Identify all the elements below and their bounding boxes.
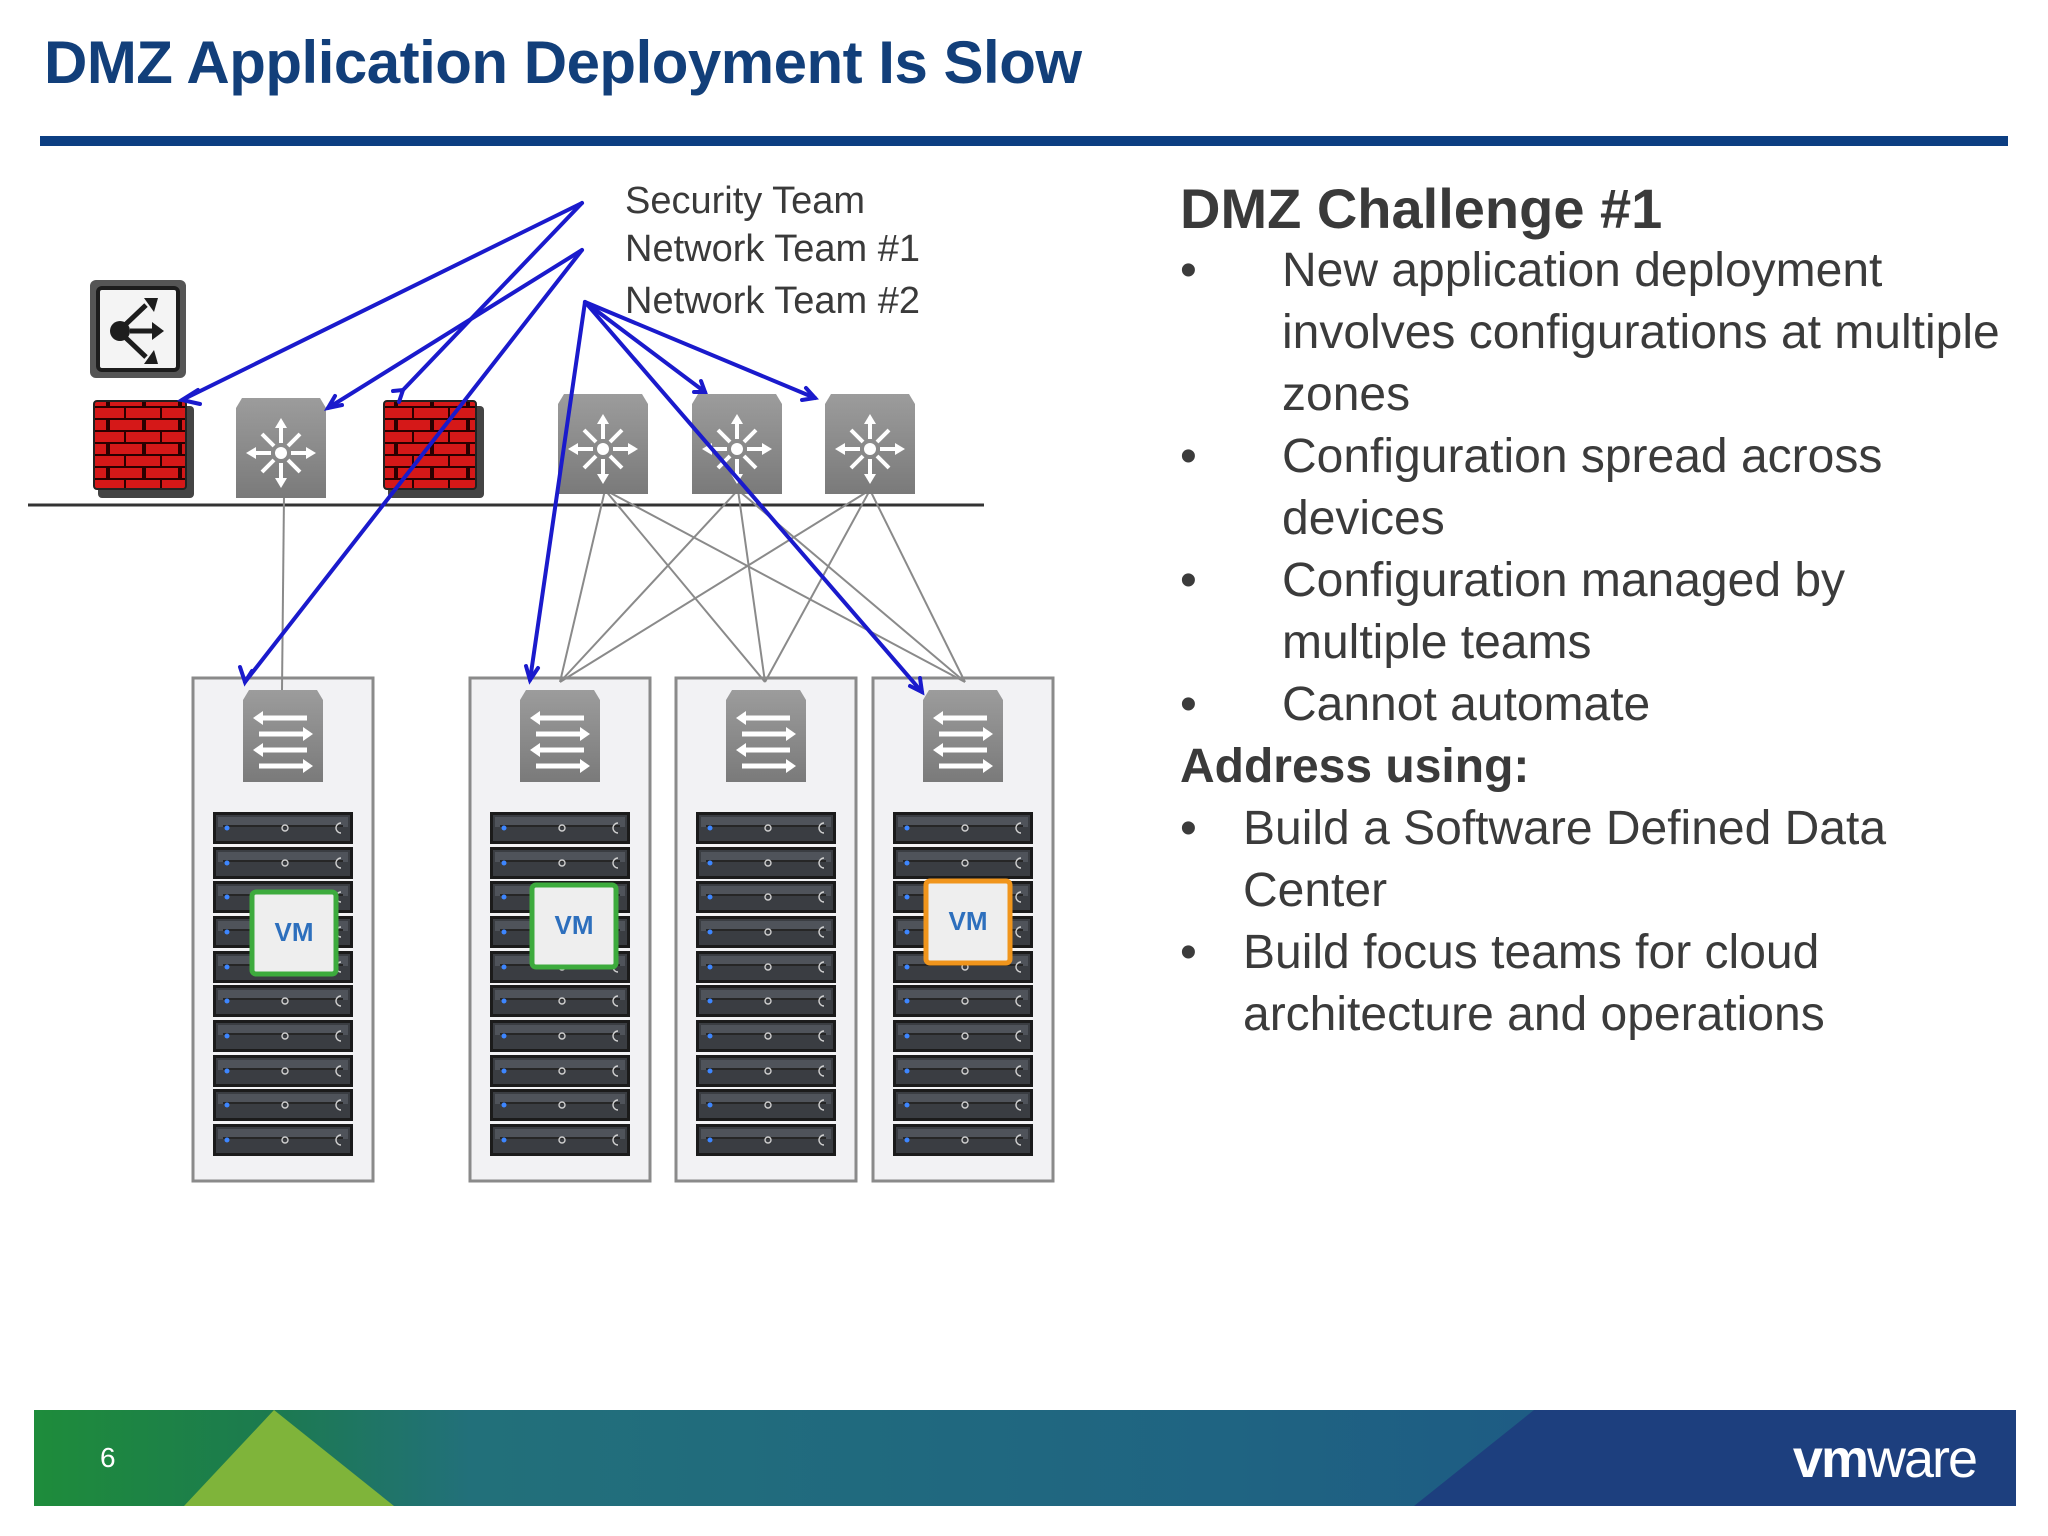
- vm-box-1: VM: [249, 889, 339, 977]
- vm-box-2: VM: [529, 882, 619, 970]
- footer-banner: 6 vmware: [34, 1410, 2016, 1506]
- rack-switch-icon-3: [726, 690, 806, 782]
- router-icon-4: [825, 394, 915, 494]
- address-item-text: Build a Software Defined Data Center: [1243, 802, 1887, 917]
- vm-box-3: VM: [923, 878, 1013, 966]
- load-balancer-icon: [90, 280, 186, 378]
- connection-lines: [281, 489, 966, 691]
- bullet-icon: •: [1180, 554, 1197, 607]
- rack-switch-icon-2: [520, 690, 600, 782]
- vmware-logo-suffix: ware: [1866, 1429, 1978, 1489]
- rack-switch-icon-1: [243, 690, 323, 782]
- challenge-item: • Cannot automate: [1180, 674, 2000, 736]
- address-item-text: Build focus teams for cloud architecture…: [1243, 926, 1825, 1041]
- challenge-item-text: Configuration managed by multiple teams: [1282, 554, 1846, 669]
- challenge-item: • Configuration spread across devices: [1180, 426, 2000, 550]
- bullet-icon: •: [1180, 802, 1197, 855]
- bullet-icon: •: [1180, 926, 1197, 979]
- page-number: 6: [100, 1442, 116, 1473]
- network-diagram: VM VM VM: [28, 201, 1055, 1183]
- security-team-label: Security Team: [625, 180, 866, 222]
- team-arrows: [176, 201, 925, 696]
- network-team-2-label: Network Team #2: [625, 280, 920, 322]
- bullet-icon: •: [1180, 430, 1197, 483]
- vmware-logo-prefix: vm: [1792, 1429, 1869, 1489]
- vm-label-2: VM: [555, 910, 594, 940]
- address-heading: Address using:: [1180, 740, 1530, 793]
- address-item: • Build a Software Defined Data Center: [1180, 798, 2000, 922]
- address-item: • Build focus teams for cloud architectur…: [1180, 922, 2000, 1046]
- challenge-item: • Configuration managed by multiple teams: [1180, 550, 2000, 674]
- challenge-list: • New application deployment involves con…: [1180, 240, 2000, 736]
- router-icon-1: [236, 398, 326, 498]
- challenge-item: • New application deployment involves con…: [1180, 240, 2000, 426]
- vm-label-3: VM: [949, 906, 988, 936]
- challenge-item-text: Cannot automate: [1282, 678, 1651, 731]
- address-list: • Build a Software Defined Data Center • B…: [1180, 798, 2000, 1046]
- footer-background: [34, 1410, 2016, 1506]
- title-rule: [40, 136, 2008, 146]
- challenge-panel: DMZ Challenge #1 • New application deploy…: [1180, 178, 2000, 1046]
- bullet-icon: •: [1180, 244, 1197, 297]
- challenge-heading: DMZ Challenge #1: [1180, 177, 1663, 240]
- network-team-1-label: Network Team #1: [625, 228, 920, 270]
- challenge-item-text: Configuration spread across devices: [1282, 430, 1883, 545]
- vm-label-1: VM: [275, 917, 314, 947]
- slide-title: DMZ Application Deployment Is Slow: [44, 29, 1082, 96]
- firewall-icon-1: [93, 400, 194, 498]
- router-icon-2: [558, 394, 648, 494]
- bullet-icon: •: [1180, 678, 1197, 731]
- challenge-item-text: New application deployment involves conf…: [1282, 244, 2000, 421]
- rack-switch-icon-4: [923, 690, 1003, 782]
- vmware-logo: vmware: [1792, 1428, 1978, 1490]
